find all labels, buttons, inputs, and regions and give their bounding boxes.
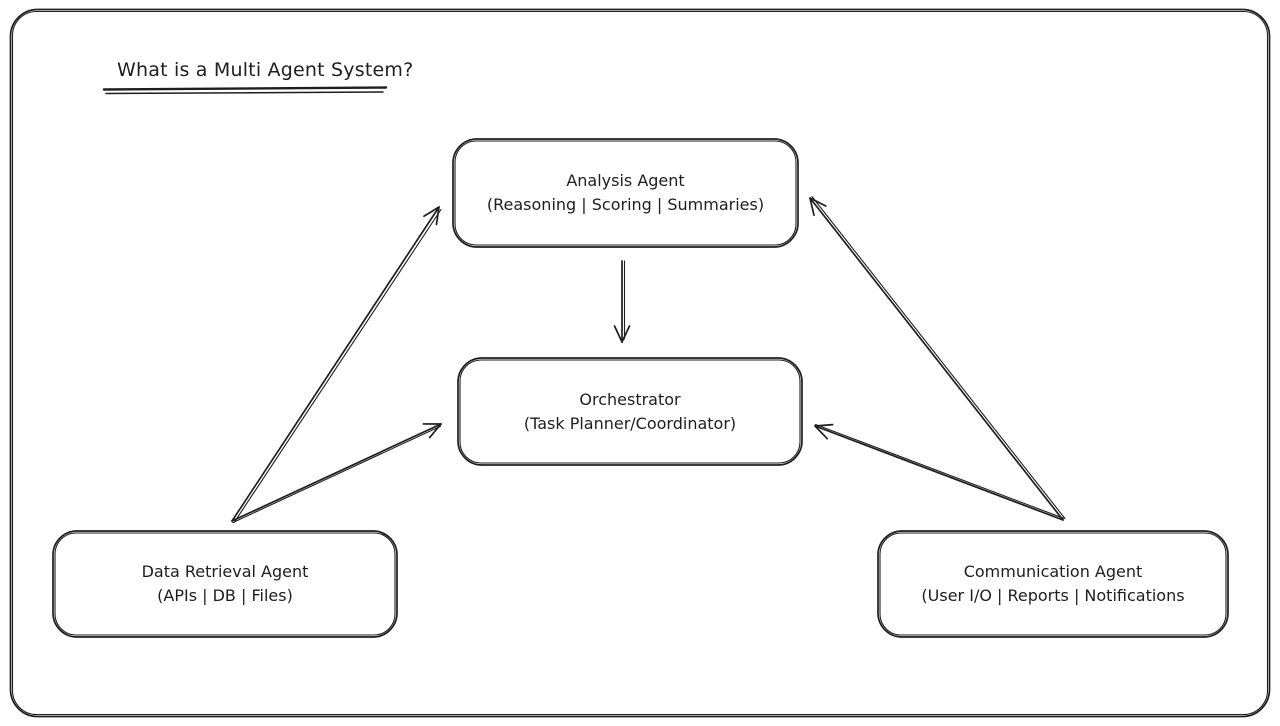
orchestrator-detail: (Task Planner/Coordinator) [523,413,737,433]
analysis-agent-name: Analysis Agent [566,171,685,190]
analysis-agent-detail: (Reasoning | Scoring | Summaries) [486,195,765,214]
communication-agent-detail: (User I/O | Reports | Notifications [921,586,1185,605]
arrow-data-retrieval-to-analysis [231,206,442,523]
outer-frame [9,8,1271,718]
data-retrieval-agent-detail: (APIs | DB | Files) [157,586,293,605]
communication-agent-name: Communication Agent [963,562,1143,581]
data-retrieval-agent-label: Data Retrieval Agent (APIs | DB | Files) [53,531,397,637]
communication-agent-label: Communication Agent (User I/O | Reports … [878,531,1228,637]
orchestrator-name: Orchestrator [579,389,681,409]
orchestrator-box [457,357,803,466]
page-title: What is a Multi Agent System? [117,59,414,81]
title-underline [102,86,388,95]
analysis-agent-label: Analysis Agent (Reasoning | Scoring | Su… [453,139,798,247]
arrow-data-retrieval-to-orchestrator [231,423,442,524]
arrow-communication-to-analysis [809,196,1066,521]
data-retrieval-agent-name: Data Retrieval Agent [141,562,309,581]
orchestrator-label: Orchestrator (Task Planner/Coordinator) [458,358,802,465]
arrow-analysis-to-orchestrator [613,260,631,343]
data-retrieval-agent-box [52,530,398,638]
communication-agent-box [877,530,1229,638]
analysis-agent-box [452,138,799,248]
arrow-communication-to-orchestrator [814,423,1065,521]
